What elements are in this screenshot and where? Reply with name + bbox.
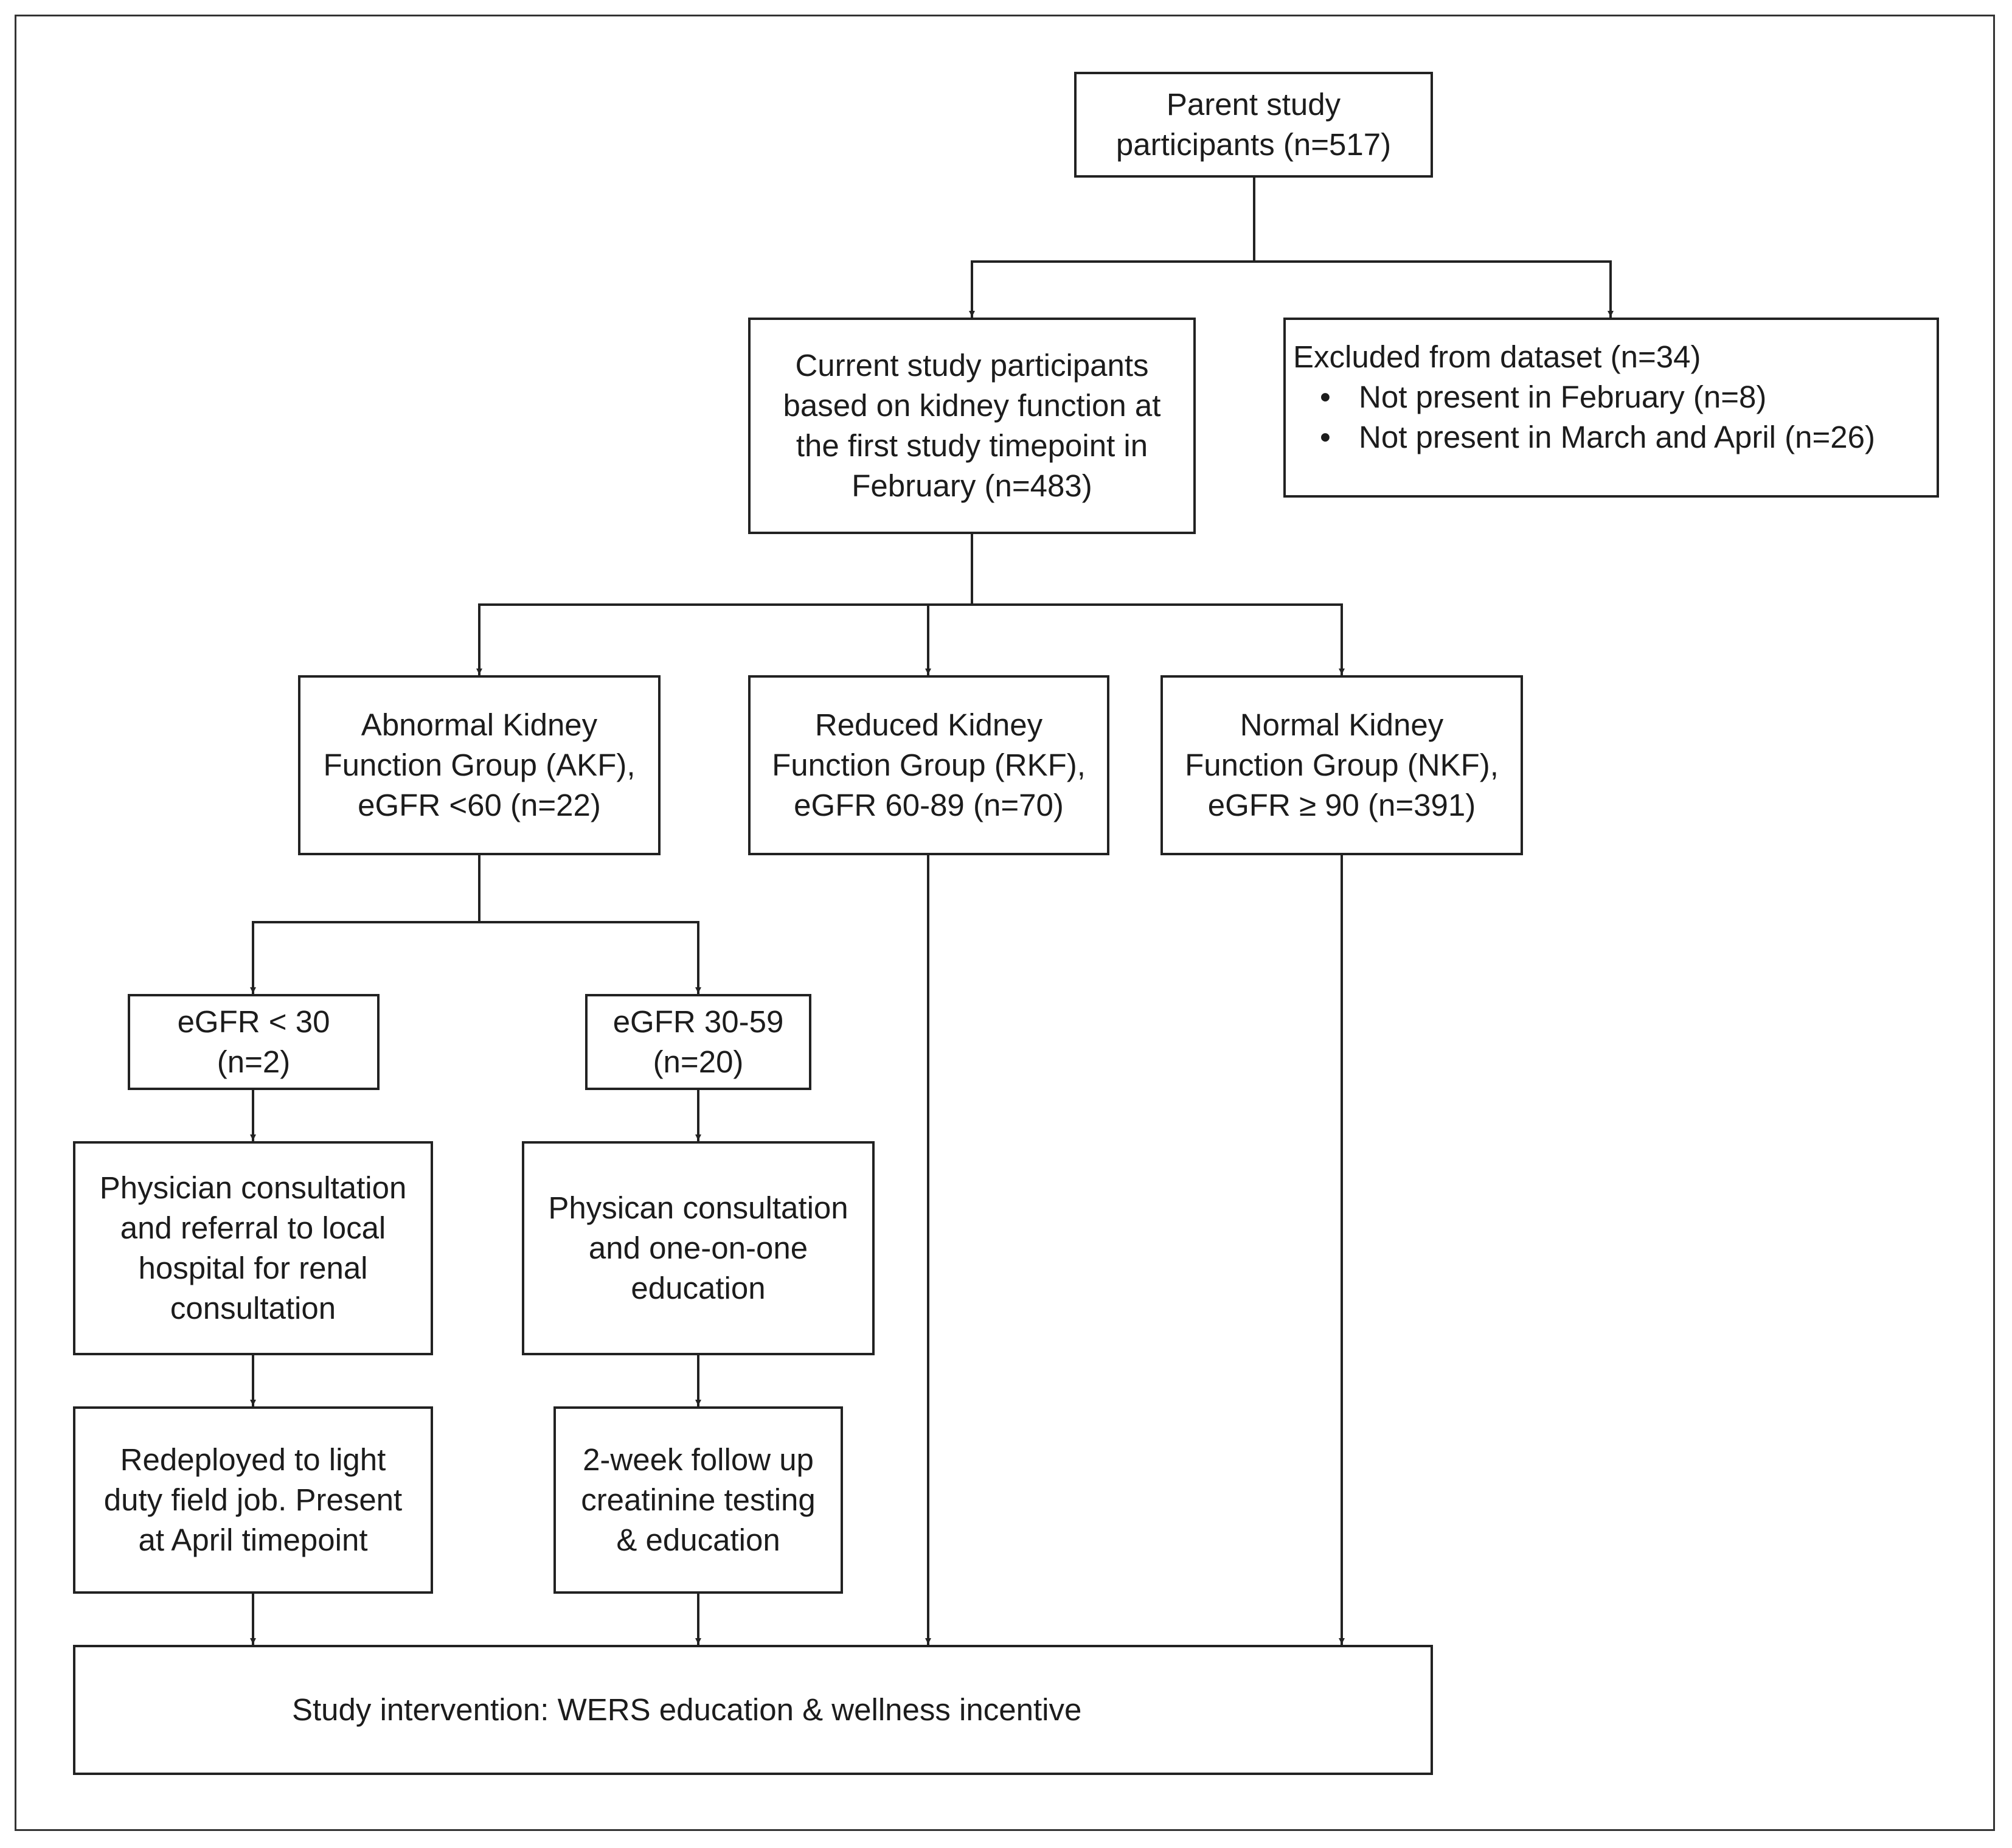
node-egfr-30-59-line-2: (n=20)	[653, 1044, 744, 1079]
bullet-icon: •	[1320, 380, 1331, 414]
node-followup-line-2: creatinine testing	[581, 1482, 816, 1517]
node-followup-line-3: & education	[616, 1523, 780, 1557]
bullet-icon: •	[1320, 420, 1331, 454]
node-redeployed-line-1: Redeployed to light	[120, 1442, 386, 1477]
node-redeployed: Redeployed to light duty field job. Pres…	[73, 1406, 433, 1594]
node-redeployed-line-3: at April timepoint	[138, 1523, 368, 1557]
node-current-line-2: based on kidney function at	[783, 388, 1161, 423]
node-akf-line-3: eGFR <60 (n=22)	[358, 788, 601, 822]
node-nkf-line-3: eGFR ≥ 90 (n=391)	[1207, 788, 1476, 822]
node-egfr-lt30-line-1: eGFR < 30	[177, 1004, 330, 1039]
edge-group	[250, 176, 1614, 1645]
node-egfr-lt30-line-2: (n=2)	[217, 1044, 291, 1079]
figure-frame	[15, 15, 1995, 1831]
node-akf-line-2: Function Group (AKF),	[323, 748, 636, 782]
node-physician-referral-line-2: and referral to local	[120, 1211, 386, 1245]
node-parent-line-2: participants (n=517)	[1115, 127, 1392, 162]
node-egfr-30-59: eGFR 30-59 (n=20)	[585, 994, 811, 1090]
node-rkf-line-2: Function Group (RKF),	[772, 748, 1086, 782]
node-excluded-heading: Excluded from dataset (n=34)	[1293, 339, 1701, 374]
node-nkf: Normal Kidney Function Group (NKF), eGFR…	[1160, 675, 1523, 855]
node-nkf-line-2: Function Group (NKF),	[1185, 748, 1499, 782]
node-redeployed-line-2: duty field job. Present	[103, 1482, 403, 1517]
node-excluded: Excluded from dataset (n=34) • Not prese…	[1283, 318, 1939, 498]
node-physician-referral-line-1: Physician consultation	[99, 1170, 407, 1205]
node-excluded-bullet-1: • Not present in February (n=8)	[1320, 377, 1875, 417]
node-rkf-line-1: Reduced Kidney	[814, 707, 1043, 742]
node-current-line-3: the first study timepoint in	[796, 428, 1148, 463]
node-rkf: Reduced Kidney Function Group (RKF), eGF…	[748, 675, 1109, 855]
node-egfr-30-59-line-1: eGFR 30-59	[612, 1004, 784, 1039]
node-intervention: Study intervention: WERS education & wel…	[73, 1645, 1433, 1775]
node-physician-education-line-2: and one-on-one	[588, 1231, 808, 1265]
node-physician-education-line-3: education	[631, 1271, 766, 1305]
node-physician-referral-line-4: consultation	[170, 1291, 336, 1325]
node-parent-line-1: Parent study	[1166, 87, 1341, 122]
node-excluded-bullet-1-text: Not present in February (n=8)	[1359, 380, 1767, 414]
node-parent: Parent study participants (n=517)	[1074, 72, 1433, 178]
node-excluded-bullet-2-text: Not present in March and April (n=26)	[1359, 420, 1876, 454]
node-followup-line-1: 2-week follow up	[583, 1442, 814, 1477]
node-egfr-lt30: eGFR < 30 (n=2)	[128, 994, 380, 1090]
node-physician-education: Physican consultation and one-on-one edu…	[522, 1141, 875, 1355]
node-rkf-line-3: eGFR 60-89 (n=70)	[794, 788, 1064, 822]
node-nkf-line-1: Normal Kidney	[1240, 707, 1444, 742]
node-followup: 2-week follow up creatinine testing & ed…	[553, 1406, 843, 1594]
node-current: Current study participants based on kidn…	[748, 318, 1196, 534]
node-akf: Abnormal Kidney Function Group (AKF), eG…	[298, 675, 661, 855]
node-physician-referral-line-3: hospital for renal	[138, 1251, 368, 1285]
node-current-line-4: February (n=483)	[852, 468, 1092, 503]
node-akf-line-1: Abnormal Kidney	[361, 707, 598, 742]
node-current-line-1: Current study participants	[795, 348, 1149, 383]
node-intervention-line-1: Study intervention: WERS education & wel…	[292, 1692, 1082, 1727]
node-physician-referral: Physician consultation and referral to l…	[73, 1141, 433, 1355]
node-physician-education-line-1: Physican consultation	[548, 1190, 848, 1225]
node-excluded-bullet-2: • Not present in March and April (n=26)	[1320, 417, 1875, 457]
node-excluded-bullets: • Not present in February (n=8) • Not pr…	[1293, 377, 1875, 457]
